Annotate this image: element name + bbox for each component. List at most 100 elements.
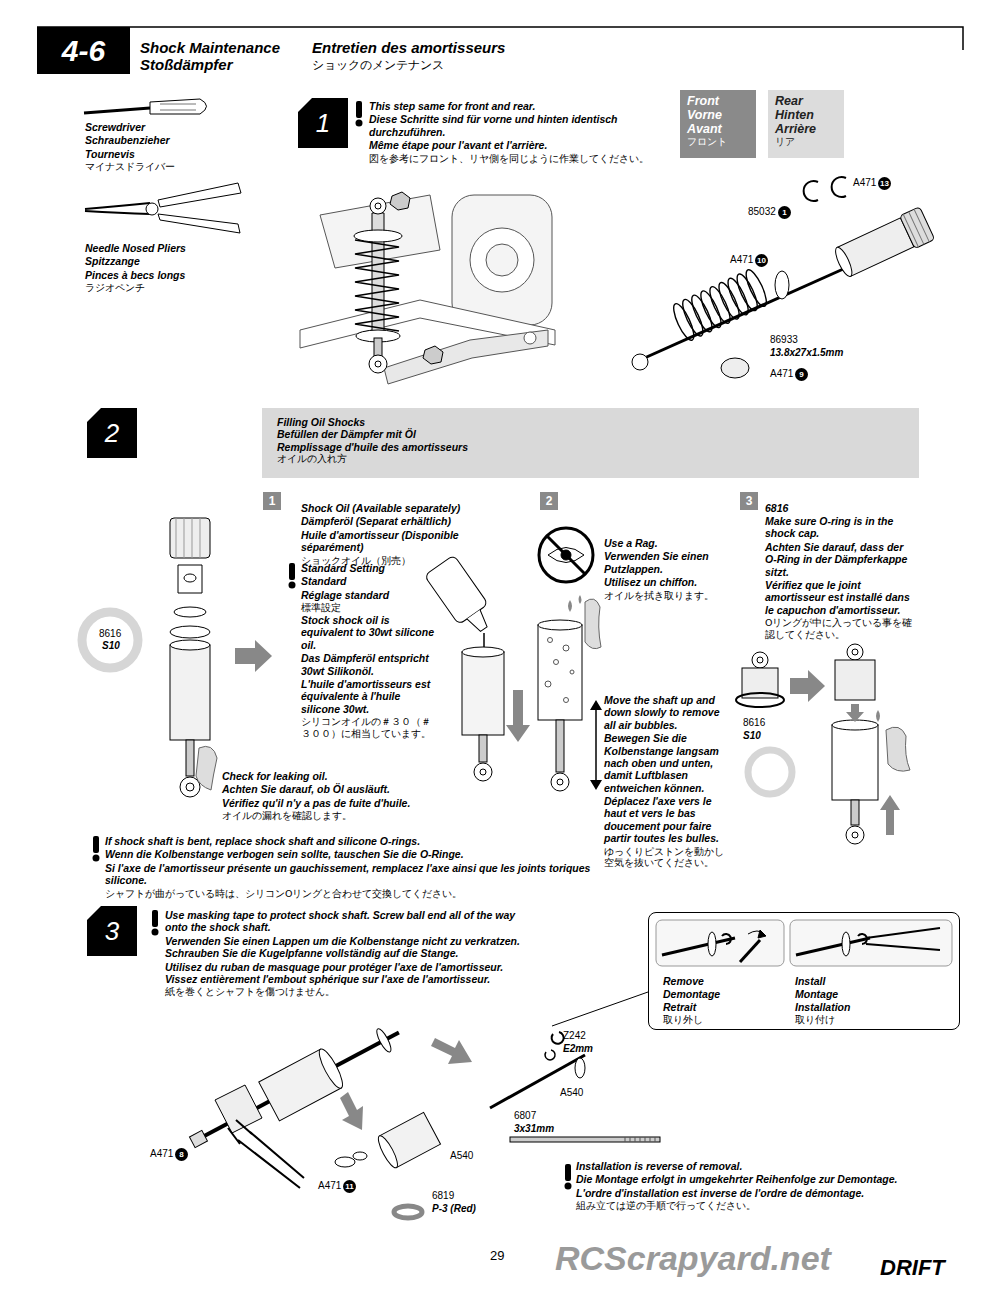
- instruction-text: Installation: [795, 1001, 915, 1013]
- part-number: 86933: [770, 334, 798, 346]
- part-number: 85032: [748, 206, 776, 218]
- option-box: RearHintenArrièreリア: [768, 90, 844, 158]
- step-number: 2: [105, 420, 119, 446]
- part-number: A471: [150, 1148, 173, 1160]
- instruction-text: Huile d'amortisseur (Disponible séparéme…: [301, 529, 496, 554]
- heading-text: ショックのメンテナンス: [312, 58, 444, 72]
- instruction-text: Spitzzange: [85, 255, 245, 267]
- instruction-text: If shock shaft is bent, replace shock sh…: [105, 835, 595, 847]
- heading-text: Stoßdämpfer: [140, 56, 233, 73]
- detail-panel: RemoveDemontageRetrait取り外しInstallMontage…: [648, 912, 960, 1030]
- instruction-text: Schraubenzieher: [85, 134, 245, 146]
- part-number: A540: [560, 1087, 583, 1099]
- part-spec: 13.8x27x1.5mm: [770, 347, 843, 359]
- part-number: 6807: [514, 1110, 536, 1122]
- instruction-text: Installation is reverse of removal.: [576, 1160, 946, 1172]
- instruction-text: 図を参考にフロント、リヤ側を同じように作業してください。: [369, 153, 669, 165]
- step-box: 3: [87, 906, 137, 956]
- part-number: A471: [853, 177, 876, 189]
- instruction-text: Standard: [301, 575, 411, 587]
- instruction-text: 組み立ては逆の手順で行ってください。: [576, 1200, 946, 1212]
- instruction-text: Screwdriver: [85, 121, 245, 133]
- instruction-text: Déplacez l'axe vers le haut et vers le b…: [604, 795, 729, 845]
- instruction-text: Tournevis: [85, 148, 245, 160]
- watermark: RCScrapyard.net: [555, 1240, 831, 1277]
- instruction-text: Vérifiez que le joint amortisseur est in…: [765, 579, 915, 616]
- callout-number: 8: [175, 1148, 188, 1161]
- instruction-text: L'huile d'amortisseurs est équivalente à…: [301, 678, 436, 715]
- heading-band: Filling Oil ShocksBefüllen der Dämpfer m…: [262, 408, 919, 478]
- instruction-text: Vérifiez qu'il n'y a pas de fuite d'huil…: [222, 797, 447, 809]
- part-spec: S10: [102, 640, 120, 652]
- instruction-text: 6816: [765, 502, 788, 514]
- part-number: 6819: [432, 1190, 454, 1202]
- instruction-text: ラジオペンチ: [85, 282, 245, 294]
- substep-box: 3: [740, 492, 758, 510]
- instruction-text: 紙を巻くとシャフトを傷つけません。: [165, 986, 525, 998]
- callout-number: 11: [343, 1180, 356, 1193]
- instruction-text: Demontage: [663, 988, 783, 1000]
- option-label: Vorne: [687, 109, 749, 123]
- instruction-text: Filling Oil Shocks: [277, 416, 904, 428]
- step-box: 2: [87, 408, 137, 458]
- instruction-text: Das Dämpferöl entspricht 30wt Silikonöl.: [301, 652, 436, 677]
- instruction-text: オイルの入れ方: [277, 453, 904, 465]
- instruction-text: Stock shock oil is equivalent to 30wt si…: [301, 614, 436, 651]
- option-label: Rear: [775, 95, 837, 109]
- substep-number: 1: [269, 495, 276, 507]
- callout-number: 13: [878, 177, 891, 190]
- option-label: Hinten: [775, 109, 837, 123]
- instruction-text: Retrait: [663, 1001, 783, 1013]
- instruction-text: Needle Nosed Pliers: [85, 242, 245, 254]
- instruction-text: Die Montage erfolgt in umgekehrter Reihe…: [576, 1173, 946, 1185]
- instruction-text: オイルの漏れを確認します。: [222, 810, 447, 822]
- instruction-text: Move the shaft up and down slowly to rem…: [604, 694, 729, 731]
- instruction-text: Dämpferöl (Separat erhältlich): [301, 515, 496, 527]
- instruction-text: Verwenden Sie einen Lappen um die Kolben…: [165, 935, 525, 960]
- section-box: 4-6: [37, 27, 130, 74]
- logo-text: DRIFT: [880, 1256, 945, 1280]
- instruction-text: Oリングが中に入っている事を確認してください。: [765, 617, 915, 641]
- instruction-text: Utilisez un chiffon.: [604, 576, 729, 588]
- instruction-text: 取り付け: [795, 1014, 915, 1026]
- substep-box: 2: [540, 492, 558, 510]
- option-label: Front: [687, 95, 749, 109]
- instruction-text: Use a Rag.: [604, 537, 729, 549]
- part-spec: E2mm: [563, 1043, 593, 1055]
- part-number: A471: [730, 254, 753, 266]
- callout-number: 1: [778, 206, 791, 219]
- substep-number: 2: [546, 495, 553, 507]
- instruction-text: Verwenden Sie einen Putzlappen.: [604, 550, 729, 575]
- heading-text: Entretien des amortisseurs: [312, 39, 505, 56]
- part-spec: S10: [743, 730, 761, 742]
- option-label: フロント: [687, 136, 749, 148]
- instruction-text: Wenn die Kolbenstange verbogen sein soll…: [105, 848, 595, 860]
- part-spec: P-3 (Red): [432, 1203, 476, 1215]
- instruction-text: Bewegen Sie die Kolbenstange langsam nac…: [604, 732, 729, 794]
- page-number: 29: [490, 1248, 504, 1264]
- instruction-text: Pinces à becs longs: [85, 269, 245, 281]
- instruction-text: Befüllen der Dämpfer mit Öl: [277, 428, 904, 440]
- callout-number: 9: [795, 368, 808, 381]
- part-number: 8616: [99, 628, 121, 640]
- option-label: リア: [775, 136, 837, 148]
- instruction-text: オイルを拭き取ります。: [604, 590, 729, 602]
- instruction-text: シリコンオイルの＃３０（＃３００）に相当しています。: [301, 716, 436, 740]
- part-number: A471: [770, 368, 793, 380]
- instruction-text: Standard Setting: [301, 562, 411, 574]
- instruction-text: Montage: [795, 988, 915, 1000]
- substep-box: 1: [263, 492, 281, 510]
- step-number: 3: [105, 918, 119, 944]
- part-number: A540: [450, 1150, 473, 1162]
- part-number: Z242: [563, 1030, 586, 1042]
- instruction-text: Remove: [663, 975, 783, 987]
- step-number: 1: [316, 110, 330, 136]
- instruction-text: Même étape pour l'avant et l'arrière.: [369, 139, 669, 151]
- instruction-text: Achten Sie darauf, ob Öl ausläuft.: [222, 783, 447, 795]
- instruction-text: Shock Oil (Available separately): [301, 502, 496, 514]
- instruction-text: 標準設定: [301, 602, 411, 614]
- part-number: A471: [318, 1180, 341, 1192]
- instruction-text: シャフトが曲がっている時は、シリコンOリングと合わせて交換してください。: [105, 888, 595, 900]
- instruction-text: 取り外し: [663, 1014, 783, 1026]
